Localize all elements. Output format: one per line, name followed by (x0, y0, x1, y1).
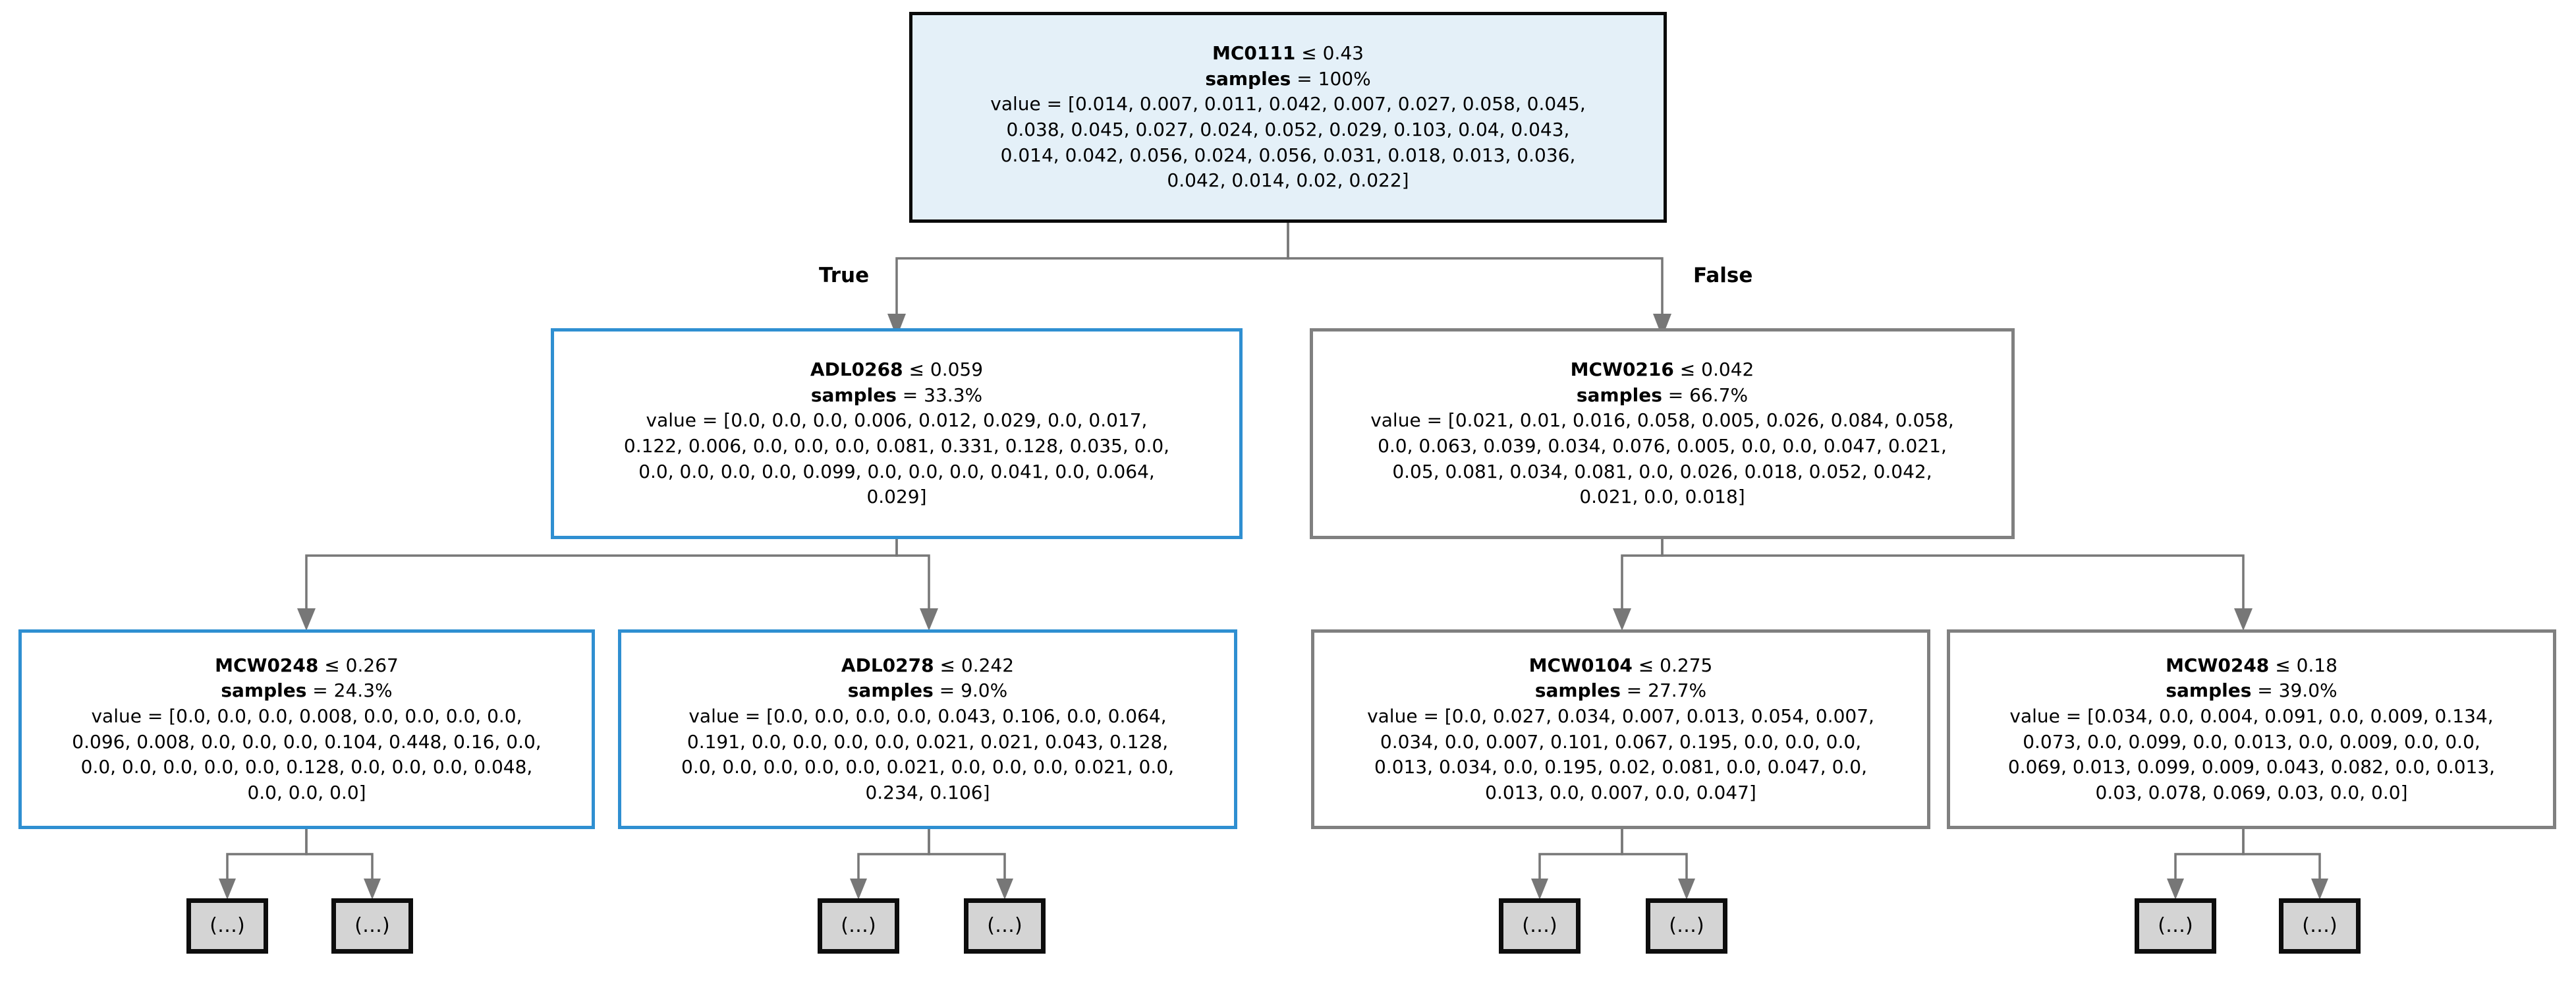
node-operator-threshold: ≤ 0.275 (1638, 654, 1713, 676)
tree-node-mcw0248-267[interactable]: MCW0248 ≤ 0.267 samples = 24.3% value = … (18, 629, 595, 829)
node-value-line: 0.034, 0.0, 0.007, 0.101, 0.067, 0.195, … (1380, 730, 1862, 753)
node-condition: MCW0216 ≤ 0.042 (1571, 357, 1754, 383)
leaf-label: (…) (1522, 914, 1557, 938)
node-operator-threshold: ≤ 0.042 (1679, 359, 1754, 381)
tree-node-mcw0248-18[interactable]: MCW0248 ≤ 0.18 samples = 39.0% value = [… (1947, 629, 2556, 829)
leaf-label: (…) (2302, 914, 2338, 938)
tree-node-adl0268[interactable]: ADL0268 ≤ 0.059 samples = 33.3% value = … (551, 328, 1243, 539)
node-condition: MCW0104 ≤ 0.275 (1529, 653, 1713, 679)
tree-node-mcw0104[interactable]: MCW0104 ≤ 0.275 samples = 27.7% value = … (1311, 629, 1930, 829)
leaf-label: (…) (841, 914, 876, 938)
node-samples: samples = 9.0% (847, 679, 1008, 702)
edge-root-to-mcw0216 (1287, 223, 1671, 337)
node-value-line: 0.0, 0.0, 0.0, 0.0, 0.0, 0.021, 0.0, 0.0… (681, 756, 1174, 778)
node-operator-threshold: ≤ 0.43 (1301, 42, 1364, 65)
tree-leaf-node[interactable]: (…) (186, 898, 268, 954)
tree-node-adl0278[interactable]: ADL0278 ≤ 0.242 samples = 9.0% value = [… (618, 629, 1237, 829)
node-operator-threshold: ≤ 0.267 (324, 654, 399, 676)
edge-mcw0248-18-to-leaf8 (2242, 829, 2328, 900)
node-samples: samples = 66.7% (1576, 384, 1749, 406)
node-value-line: value = [0.021, 0.01, 0.016, 0.058, 0.00… (1370, 409, 1954, 432)
node-value-line: 0.013, 0.0, 0.007, 0.0, 0.047] (1485, 781, 1756, 803)
node-value-line: 0.096, 0.008, 0.0, 0.0, 0.0, 0.104, 0.44… (72, 730, 542, 753)
leaf-label: (…) (987, 914, 1022, 938)
node-condition: ADL0278 ≤ 0.242 (841, 653, 1014, 679)
edge-mcw0104-to-leaf6 (1621, 829, 1695, 900)
leaf-label: (…) (210, 914, 245, 938)
node-value-line: 0.05, 0.081, 0.034, 0.081, 0.0, 0.026, 0… (1392, 460, 1932, 482)
node-value-line: 0.021, 0.0, 0.018] (1579, 486, 1745, 508)
edge-adl0278-to-leaf3 (850, 829, 930, 900)
node-samples: samples = 39.0% (2166, 679, 2338, 702)
leaf-label: (…) (354, 914, 390, 938)
node-feature: MCW0248 (215, 654, 319, 676)
node-value-line: 0.069, 0.013, 0.099, 0.009, 0.043, 0.082… (2007, 756, 2496, 778)
tree-node-mcw0216[interactable]: MCW0216 ≤ 0.042 samples = 66.7% value = … (1310, 328, 2015, 539)
node-value-line: value = [0.034, 0.0, 0.004, 0.091, 0.0, … (2009, 705, 2494, 727)
node-condition: ADL0268 ≤ 0.059 (810, 357, 983, 383)
node-value-line: value = [0.0, 0.0, 0.0, 0.006, 0.012, 0.… (646, 409, 1148, 432)
edge-adl0268-to-adl0278 (895, 539, 938, 631)
node-value-line: 0.03, 0.078, 0.069, 0.03, 0.0, 0.0] (2095, 781, 2408, 803)
node-value-line: 0.0, 0.0, 0.0, 0.0, 0.099, 0.0, 0.0, 0.0… (638, 460, 1155, 482)
node-value-line: 0.073, 0.0, 0.099, 0.0, 0.013, 0.0, 0.00… (2023, 730, 2480, 753)
node-condition: MCW0248 ≤ 0.18 (2166, 653, 2338, 679)
edge-mcw0216-to-mcw0248-18 (1661, 539, 2253, 631)
node-feature: MC0111 (1212, 42, 1296, 65)
tree-leaf-node[interactable]: (…) (2279, 898, 2361, 954)
tree-leaf-node[interactable]: (…) (1499, 898, 1581, 954)
edge-mcw0248-18-to-leaf7 (2167, 829, 2245, 900)
edge-adl0278-to-leaf4 (928, 829, 1013, 900)
edge-adl0268-to-mcw0248-267 (297, 539, 898, 631)
tree-leaf-node[interactable]: (…) (818, 898, 899, 954)
node-value-line: 0.191, 0.0, 0.0, 0.0, 0.0, 0.021, 0.021,… (686, 730, 1169, 753)
node-value-line: 0.038, 0.045, 0.027, 0.024, 0.052, 0.029… (1006, 119, 1570, 140)
edge-mcw0104-to-leaf5 (1531, 829, 1623, 900)
node-condition: MCW0248 ≤ 0.267 (215, 653, 399, 679)
node-samples: samples = 27.7% (1534, 679, 1707, 702)
edge-root-to-adl0268 (887, 223, 1289, 337)
leaf-label: (…) (2158, 914, 2193, 938)
node-feature: ADL0268 (810, 359, 903, 381)
leaf-label: (…) (1669, 914, 1704, 938)
node-value-line: value = [0.0, 0.0, 0.0, 0.008, 0.0, 0.0,… (91, 705, 522, 727)
node-value-line: 0.0, 0.063, 0.039, 0.034, 0.076, 0.005, … (1378, 435, 1947, 457)
node-condition: MC0111 ≤ 0.43 (1212, 41, 1364, 67)
node-operator-threshold: ≤ 0.18 (2275, 654, 2338, 676)
node-value-line: 0.042, 0.014, 0.02, 0.022] (1167, 169, 1409, 192)
node-value-line: 0.014, 0.042, 0.056, 0.024, 0.056, 0.031… (1000, 144, 1576, 166)
node-value-line: 0.234, 0.106] (865, 781, 990, 803)
edge-mcw0248-267-to-leaf1 (219, 829, 308, 900)
node-value-line: value = [0.014, 0.007, 0.011, 0.042, 0.0… (990, 93, 1586, 115)
node-samples: samples = 24.3% (221, 679, 393, 702)
node-operator-threshold: ≤ 0.242 (939, 654, 1015, 676)
node-value-line: 0.0, 0.0, 0.0, 0.0, 0.0, 0.128, 0.0, 0.0… (80, 756, 533, 778)
node-value-line: 0.013, 0.034, 0.0, 0.195, 0.02, 0.081, 0… (1374, 756, 1868, 778)
branch-label-false: False (1693, 264, 1753, 287)
edge-mcw0216-to-mcw0104 (1613, 539, 1664, 631)
node-operator-threshold: ≤ 0.059 (909, 359, 984, 381)
branch-label-true: True (819, 264, 870, 287)
node-value-line: value = [0.0, 0.027, 0.034, 0.007, 0.013… (1367, 705, 1874, 727)
node-feature: MCW0104 (1528, 654, 1633, 676)
node-samples: samples = 33.3% (810, 384, 983, 406)
tree-leaf-node[interactable]: (…) (2135, 898, 2216, 954)
edge-mcw0248-267-to-leaf2 (305, 829, 381, 900)
tree-leaf-node[interactable]: (…) (1646, 898, 1727, 954)
node-samples: samples = 100% (1205, 67, 1371, 90)
node-value-line: 0.0, 0.0, 0.0] (247, 781, 366, 803)
node-value-line: value = [0.0, 0.0, 0.0, 0.0, 0.043, 0.10… (688, 705, 1167, 727)
node-feature: MCW0248 (2166, 654, 2270, 676)
tree-node-root[interactable]: MC0111 ≤ 0.43 samples = 100% value = [0.… (909, 12, 1667, 223)
node-value-line: 0.029] (866, 486, 927, 508)
tree-leaf-node[interactable]: (…) (331, 898, 413, 954)
node-feature: ADL0278 (841, 654, 934, 676)
node-feature: MCW0216 (1570, 359, 1674, 381)
node-value-line: 0.122, 0.006, 0.0, 0.0, 0.0, 0.081, 0.33… (623, 435, 1170, 457)
tree-leaf-node[interactable]: (…) (964, 898, 1046, 954)
